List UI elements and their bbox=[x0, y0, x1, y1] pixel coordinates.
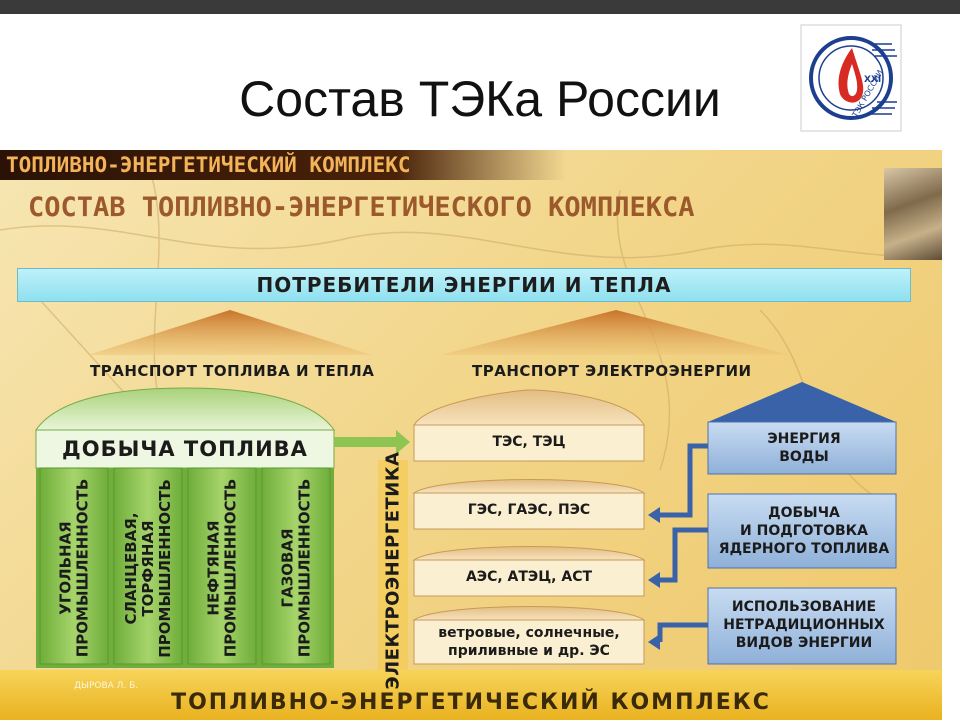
resource-box-2 bbox=[707, 493, 897, 569]
top-dark-bar bbox=[0, 0, 960, 14]
electro-label: ЭЛЕКТРОЭНЕРГЕТИКА bbox=[382, 451, 404, 689]
plant-box-4 bbox=[413, 619, 645, 665]
mining-col-3 bbox=[187, 467, 257, 665]
plant-box-3 bbox=[413, 559, 645, 597]
arrow-nontrad bbox=[657, 622, 708, 642]
plant-dome-top bbox=[413, 389, 645, 426]
plant-box-2 bbox=[413, 492, 645, 530]
transport-fuel-label: ТРАНСПОРТ ТОПЛИВА И ТЕПЛА bbox=[90, 362, 375, 380]
logo-text-right: ХХI bbox=[864, 75, 881, 85]
mining-col-4-label: ГАЗОВАЯ ПРОМЫШЛЕННОСТЬ bbox=[278, 478, 314, 658]
plant-3-label: АЭС, АТЭЦ, АСТ bbox=[465, 569, 593, 585]
arrow-nuclear-head bbox=[648, 572, 660, 588]
mining-col-2 bbox=[113, 467, 183, 665]
footer-text: ТОПЛИВНО-ЭНЕРГЕТИЧЕСКИЙ КОМПЛЕКС bbox=[171, 690, 771, 715]
roof-electric bbox=[440, 310, 790, 355]
arrow-nuclear bbox=[660, 527, 708, 583]
arrow-nontrad-head bbox=[648, 634, 660, 650]
panel-header: ТОПЛИВНО-ЭНЕРГЕТИЧЕСКИЙ КОМПЛЕКС bbox=[0, 150, 566, 180]
plant-1-label: ТЭС, ТЭЦ bbox=[492, 434, 566, 450]
author-watermark: ДЫРОВА Л. Б. bbox=[74, 681, 139, 691]
mining-col-1-label: УГОЛЬНАЯ ПРОМЫШЛЕННОСТЬ bbox=[56, 478, 92, 658]
transport-electric-label: ТРАНСПОРТ ЭЛЕКТРОЭНЕРГИИ bbox=[472, 362, 752, 380]
diagram-shapes bbox=[0, 310, 942, 720]
footer-band bbox=[0, 670, 942, 720]
plant-4-label: ветровые, солнечные, приливные и др. ЭС bbox=[438, 625, 620, 659]
mining-title: ДОБЫЧА ТОПЛИВА bbox=[62, 437, 308, 461]
slide-title: Состав ТЭКа России bbox=[239, 71, 721, 127]
mining-col-1 bbox=[39, 467, 109, 665]
corner-photo bbox=[884, 168, 942, 260]
resource-nontraditional-label: ИСПОЛЬЗОВАНИЕ НЕТРАДИЦИОННЫХ ВИДОВ ЭНЕРГ… bbox=[723, 599, 885, 651]
resource-roof bbox=[708, 382, 896, 422]
tek-logo: ТЭК РОССИИ ХХI bbox=[800, 24, 902, 132]
electro-column bbox=[378, 460, 408, 670]
roof-fuel bbox=[88, 310, 372, 355]
plant-2-label: ГЭС, ГАЭС, ПЭС bbox=[467, 502, 591, 518]
arrow-water-head bbox=[648, 507, 660, 523]
mining-dome bbox=[35, 387, 335, 431]
mining-col-3-label: НЕФТЯНАЯ ПРОМЫШЛЕННОСТЬ bbox=[204, 478, 240, 658]
plant-box-1 bbox=[413, 424, 645, 462]
resource-nuclear-label: ДОБЫЧА И ПОДГОТОВКА ЯДЕРНОГО ТОПЛИВА bbox=[718, 505, 890, 557]
panel-subtitle: СОСТАВ ТОПЛИВНО-ЭНЕРГЕТИЧЕСКОГО КОМПЛЕКС… bbox=[28, 192, 695, 223]
plant-dome-3 bbox=[412, 546, 646, 561]
arrow-water bbox=[660, 443, 708, 518]
resource-water-label: ЭНЕРГИЯ ВОДЫ bbox=[767, 431, 841, 465]
plant-dome-4 bbox=[412, 606, 646, 621]
resource-box-1 bbox=[707, 421, 897, 475]
plant-dome-2 bbox=[412, 479, 646, 494]
mining-arrow-shaft bbox=[334, 437, 396, 447]
mining-title-box bbox=[35, 429, 335, 469]
consumers-bar: ПОТРЕБИТЕЛИ ЭНЕРГИИ И ТЕПЛА bbox=[17, 268, 911, 302]
diagram-panel: ТОПЛИВНО-ЭНЕРГЕТИЧЕСКИЙ КОМПЛЕКС СОСТАВ … bbox=[0, 150, 942, 720]
mining-col-2-label: СЛАНЦЕВАЯ, ТОРФЯНАЯ ПРОМЫШЛЕННОСТЬ bbox=[121, 478, 174, 658]
mining-col-4 bbox=[261, 467, 331, 665]
mining-arrow-head bbox=[396, 430, 410, 454]
